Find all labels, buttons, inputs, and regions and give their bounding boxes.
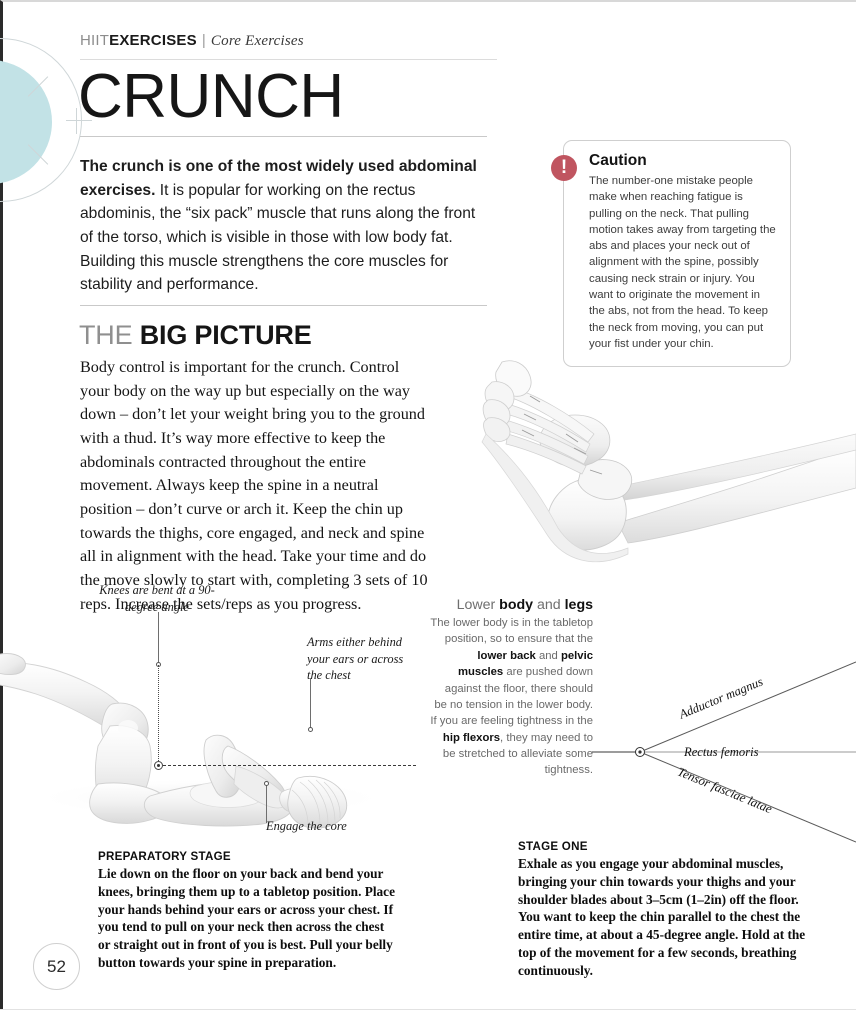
preparatory-stage-heading: PREPARATORY STAGE: [98, 850, 231, 863]
header-brand-bold: EXERCISES: [109, 32, 197, 49]
knee-angle-vertex: [154, 761, 163, 770]
preparatory-stage-block: PREPARATORY STAGE Lie down on the floor …: [98, 850, 398, 972]
stage-one-block: STAGE ONE Exhale as you engage your abdo…: [518, 840, 818, 980]
body-figure-illustration: [0, 653, 390, 829]
muscle-label-rectus-femoris: Rectus femoris: [684, 745, 759, 759]
callout-core-node: [264, 781, 269, 786]
callout-arms: Arms either behind your ears or across t…: [307, 635, 404, 682]
decorative-tick: [76, 108, 77, 134]
stage-one-heading: STAGE ONE: [518, 840, 588, 853]
lower-text-p3: are pushed down against the floor, there…: [430, 666, 593, 728]
header-section: Core Exercises: [210, 33, 304, 49]
page-title: CRUNCH: [78, 62, 344, 131]
page-bottom-edge: [0, 1009, 856, 1024]
caution-heading: Caution: [589, 152, 647, 169]
page-number: 52: [33, 943, 80, 990]
header-brand-light: HIIT: [80, 32, 110, 49]
floor-dashed-line: [158, 765, 416, 766]
lower-text-b3: hip flexors: [442, 731, 501, 744]
lower-heading-b: body: [499, 597, 534, 613]
lower-body-panel: Lower body and legs The lower body is in…: [430, 597, 593, 779]
lower-text-p4: , they may need to be stretched to allev…: [442, 731, 593, 777]
callout-core-leader: [266, 783, 267, 823]
big-picture-title-bold: BIG PICTURE: [139, 320, 312, 350]
page-top-edge: [0, 0, 856, 12]
knee-vertical-guide: [158, 665, 159, 765]
big-picture-title: THE BIG PICTURE: [79, 320, 312, 351]
lower-heading-a: Lower: [456, 597, 500, 613]
lower-text-b1: lower back: [477, 649, 536, 662]
lower-text-p2: and: [535, 649, 561, 662]
lower-heading-d: legs: [564, 597, 593, 613]
header-separator: |: [201, 32, 206, 49]
stage-one-body: Exhale as you engage your abdominal musc…: [518, 856, 806, 978]
preparatory-stage-body: Lie down on the floor on your back and b…: [98, 866, 395, 971]
lower-body-text: The lower body is in the tabletop positi…: [430, 615, 593, 779]
caution-box: ! Caution The number-one mistake people …: [551, 140, 791, 368]
big-picture-body: Body control is important for the crunch…: [80, 358, 428, 613]
intro-paragraph: The crunch is one of the most widely use…: [80, 155, 490, 297]
exclamation-icon: !: [551, 155, 577, 181]
skeleton-foot-illustration: [481, 360, 856, 563]
muscle-label-fan: Adductor magnus Rectus femoris Tensor fa…: [592, 660, 856, 850]
lower-heading-c: and: [533, 597, 565, 613]
callout-core: Engage the core: [266, 819, 347, 833]
title-rule: [80, 136, 487, 137]
decorative-circle: [0, 38, 96, 206]
intro-rule: [80, 305, 487, 306]
callout-knees: Knees are bent at a 90-degree angle: [99, 583, 215, 614]
header-rule: [80, 59, 497, 60]
caution-body: The number-one mistake people make when …: [589, 175, 776, 350]
lower-body-heading: Lower body and legs: [430, 597, 593, 613]
callout-arms-leader: [310, 678, 311, 729]
callout-knees-leader: [158, 612, 159, 664]
lower-text-b2: pelvic muscles: [457, 649, 593, 679]
decorative-tick: [66, 120, 92, 121]
intro-rest: It is popular for working on the rectus …: [80, 181, 476, 294]
intro-lead: The crunch is one of the most widely use…: [80, 158, 477, 199]
callout-arms-node: [308, 727, 313, 732]
running-header: HIITEXERCISES|Core Exercises: [80, 32, 304, 50]
lower-text-p1: The lower body is in the tabletop positi…: [430, 617, 593, 646]
big-picture-title-light: THE: [79, 320, 133, 350]
